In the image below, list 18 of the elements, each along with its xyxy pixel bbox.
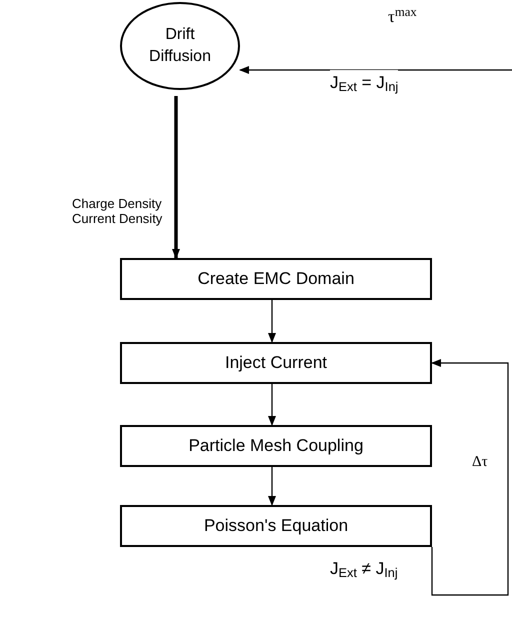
node-label: Poisson's Equation xyxy=(204,515,348,538)
note-label: τ$^{max}$ xyxy=(388,4,417,28)
note-label: Δτ xyxy=(472,453,488,472)
node-label: Create EMC Domain xyxy=(198,268,354,290)
process-box xyxy=(120,258,432,300)
arrow xyxy=(268,384,276,426)
node-label: Particle Mesh Coupling xyxy=(188,435,364,458)
process-box xyxy=(120,425,432,467)
arrow xyxy=(239,66,512,74)
node-label: Inject Current xyxy=(224,352,328,374)
arrow xyxy=(268,300,276,343)
process-box xyxy=(120,505,432,547)
edge-label: J$_{Ext}$ = J$_{Inj}$ xyxy=(330,70,398,96)
arrow xyxy=(431,359,509,596)
arrow xyxy=(268,467,276,506)
node-label: Drift Diffusion xyxy=(148,25,212,67)
arrow xyxy=(172,96,180,259)
process-box xyxy=(120,342,432,384)
